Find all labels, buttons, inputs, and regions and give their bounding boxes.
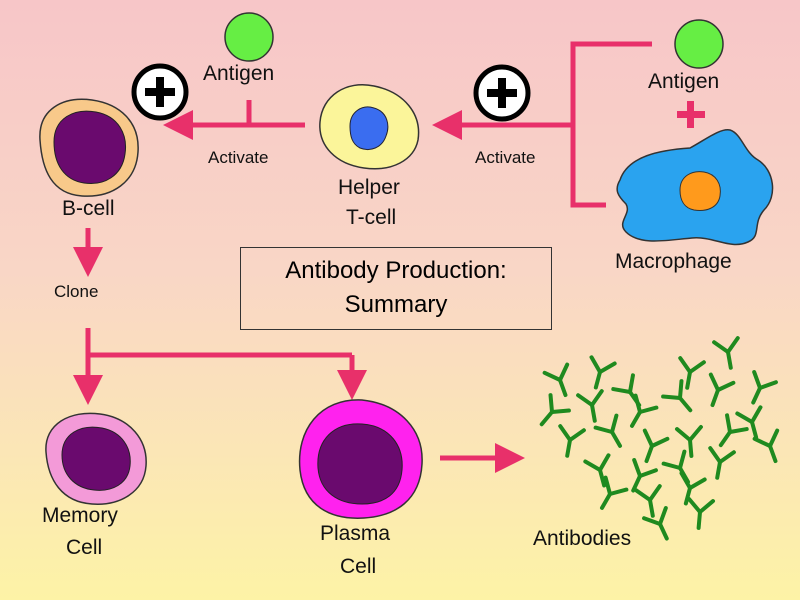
bcell-label: B-cell [62, 197, 115, 220]
antigen-right [674, 19, 724, 69]
antibody-y-icon [708, 446, 736, 480]
antibody-y-icon [752, 428, 780, 464]
antibodies-cluster [539, 336, 780, 541]
antibody-y-icon [642, 506, 669, 541]
summary-title-box: Antibody Production: Summary [240, 247, 552, 330]
antibody-y-icon [751, 370, 778, 405]
antibody-y-icon [611, 373, 642, 408]
antibody-y-icon [678, 356, 706, 390]
antibody-y-icon [589, 355, 617, 390]
antibody-y-icon [718, 413, 749, 448]
antibody-y-icon [631, 458, 658, 493]
memory-cell-label-line1: Memory [42, 504, 118, 527]
antibody-y-icon [539, 393, 571, 427]
helper-tcell-label-line2: T-cell [346, 206, 397, 229]
antibody-y-icon [600, 475, 629, 510]
activate-right-label: Activate [475, 148, 536, 167]
helper-tcell [319, 84, 420, 170]
antibody-y-icon [661, 379, 693, 413]
antibodies-label: Antibodies [533, 527, 632, 550]
macrophage [616, 129, 774, 246]
antibody-y-icon [712, 336, 740, 370]
antibody-y-icon [735, 405, 763, 440]
antibody-y-icon [674, 424, 703, 458]
antibody-y-icon [661, 449, 690, 484]
antigen-left [224, 12, 274, 62]
plasma-cell-label-line2: Cell [340, 555, 377, 578]
antibody-y-icon [576, 389, 604, 423]
antigen-left-label: Antigen [203, 62, 275, 85]
antibody-y-icon [558, 424, 586, 458]
bcell [39, 98, 139, 197]
summary-title-line1: Antibody Production: [285, 257, 507, 284]
macrophage-label: Macrophage [615, 250, 732, 273]
clone-label: Clone [54, 282, 99, 301]
plasma-cell-label-line1: Plasma [320, 522, 391, 545]
summary-title-line2: Summary [344, 291, 448, 318]
antigen-right-label: Antigen [648, 70, 720, 93]
antibody-y-icon [679, 471, 707, 506]
macrophage-bracket [570, 41, 652, 208]
antibody-y-icon [630, 393, 659, 428]
activate-left-label: Activate [208, 148, 269, 167]
antibody-y-icon [583, 453, 611, 488]
antibody-y-icon [642, 428, 670, 464]
memory-cell-label-line2: Cell [66, 536, 103, 559]
plus-icon-right [473, 64, 531, 122]
helper-tcell-label-line1: Helper [338, 176, 400, 199]
antibody-y-icon [687, 496, 716, 530]
antibody-y-icon [593, 413, 622, 448]
antibody-y-icon [634, 484, 662, 518]
plus-sign-macrophage [677, 101, 705, 128]
plus-icon-left [131, 63, 189, 121]
memory-cell [45, 412, 147, 505]
plasma-cell [298, 399, 423, 519]
antibody-y-icon [708, 372, 736, 408]
antibody-y-icon [542, 362, 570, 398]
